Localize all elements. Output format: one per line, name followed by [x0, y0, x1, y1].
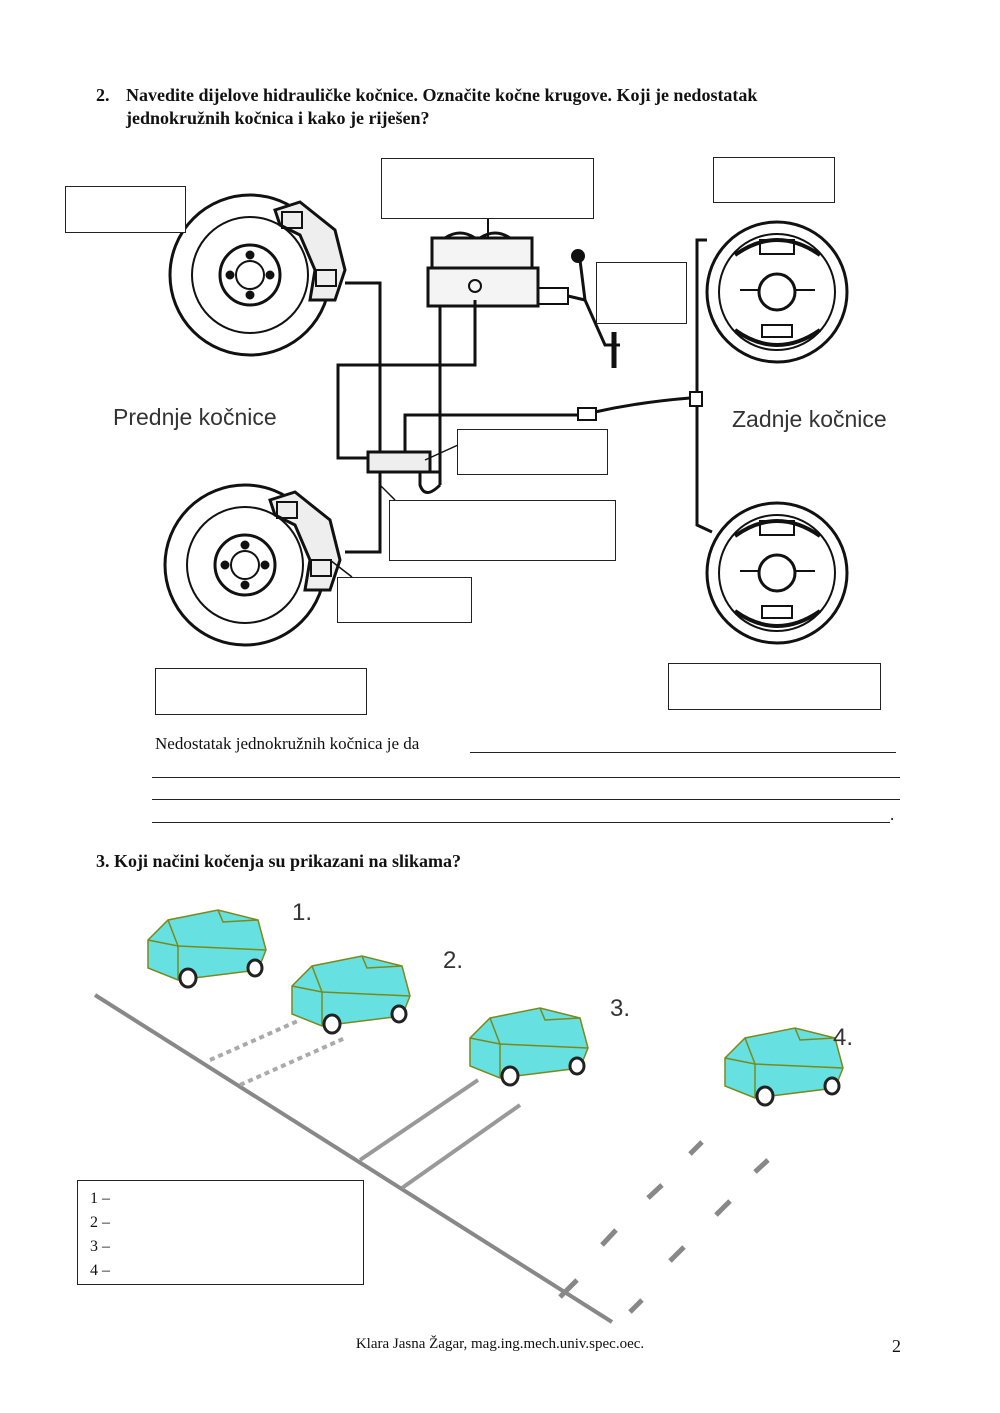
answer-line-3[interactable]: [152, 799, 900, 800]
question-2-heading: 2. Navedite dijelove hidrauličke kočnice.…: [96, 84, 904, 130]
road-edge: [93, 993, 614, 1324]
car-3: [468, 1006, 590, 1087]
answer-line-2[interactable]: [152, 777, 900, 778]
skid-marks-car-4: [558, 1140, 770, 1314]
car-4: [723, 1026, 845, 1107]
braking-methods-illustration: 1. 2. 3. 4.: [93, 899, 853, 1324]
car-label-2: 2.: [443, 947, 463, 974]
answer-end-mark: .: [890, 805, 895, 824]
rear-upper-drum-brake: [705, 220, 849, 364]
answer-line-1[interactable]: [470, 752, 896, 753]
label-box-rear-upper[interactable]: [713, 157, 835, 203]
answer-item-2: 2 –: [90, 1214, 110, 1231]
page-number: 2: [892, 1336, 901, 1356]
label-box-master-cylinder[interactable]: [381, 158, 594, 219]
answer-line-4[interactable]: [152, 822, 890, 823]
question-2-line-1: Navedite dijelove hidrauličke kočnice. O…: [126, 85, 758, 105]
front-brakes-label: Prednje kočnice: [113, 404, 277, 430]
label-box-front-bottom[interactable]: [155, 668, 367, 715]
label-box-pedal[interactable]: [596, 262, 687, 324]
brake-system-diagram: Prednje kočnice Zadnje kočnice: [113, 193, 887, 647]
rear-lower-drum-brake: [705, 501, 849, 645]
footer-author: Klara Jasna Žagar, mag.ing.mech.univ.spe…: [355, 1336, 645, 1352]
label-box-brake-valve[interactable]: [457, 429, 608, 475]
answer-item-4: 4 –: [90, 1262, 110, 1279]
brake-lines: [336, 238, 713, 554]
question-3-text: Koji načini kočenja su prikazani na slik…: [114, 851, 462, 871]
answer-prompt: Nedostatak jednokružnih kočnica je da: [155, 734, 420, 753]
front-left-disc-brake: [168, 193, 347, 357]
label-box-brake-line[interactable]: [389, 500, 616, 561]
question-2-line-2: jednokružnih kočnica i kako je riješen?: [126, 108, 430, 128]
answer-item-1: 1 –: [90, 1190, 110, 1207]
car-label-3: 3.: [610, 995, 630, 1022]
rear-brakes-label: Zadnje kočnice: [732, 406, 887, 432]
skid-marks-car-2: [209, 1018, 346, 1087]
front-right-disc-brake: [163, 483, 342, 647]
car-1: [146, 908, 268, 989]
skid-marks-car-3: [358, 1078, 522, 1190]
master-cylinder: [426, 218, 620, 368]
car-2: [290, 954, 412, 1035]
answer-item-3: 3 –: [90, 1238, 110, 1255]
braking-answers-box[interactable]: 1 – 2 – 3 – 4 –: [77, 1180, 364, 1285]
label-box-front-left[interactable]: [65, 186, 186, 233]
question-3-heading: 3. Koji načini kočenja su prikazani na s…: [96, 850, 461, 873]
label-box-caliper[interactable]: [337, 577, 472, 623]
label-box-rear-bottom[interactable]: [668, 663, 881, 710]
question-number: 3.: [96, 851, 110, 871]
car-label-1: 1.: [292, 899, 312, 926]
question-number: 2.: [96, 85, 110, 105]
car-label-4: 4.: [833, 1024, 853, 1051]
